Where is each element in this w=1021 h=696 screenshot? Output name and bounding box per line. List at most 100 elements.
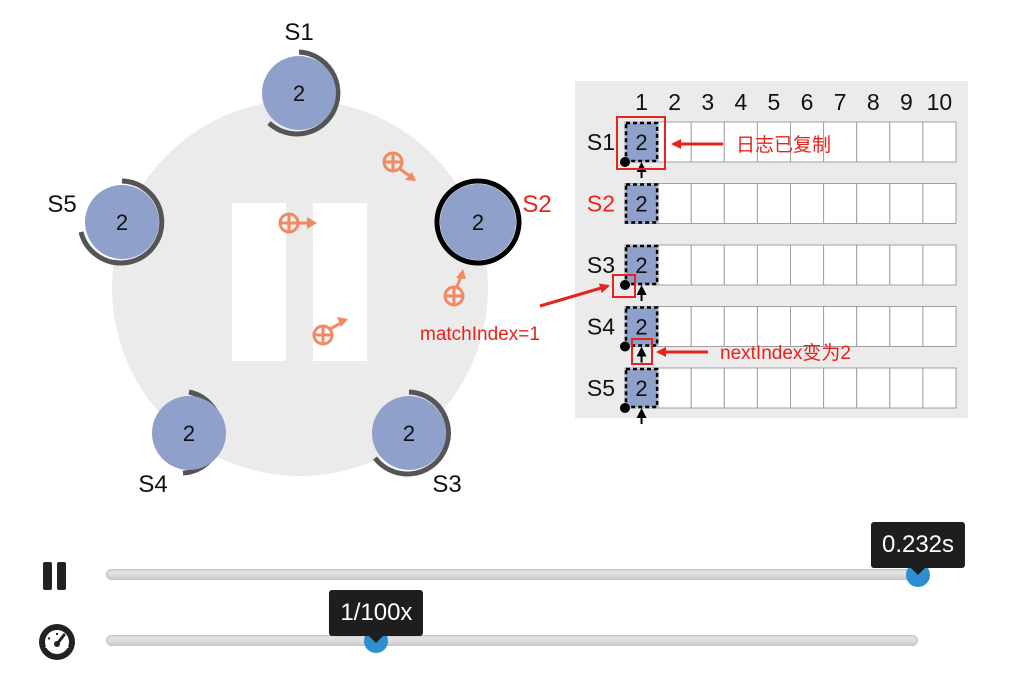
log-cell (889, 367, 924, 409)
message-icon[interactable] (382, 151, 416, 181)
log-entry-term: 2 (635, 130, 647, 155)
log-cell (690, 367, 725, 409)
server-s4-term: 2 (183, 421, 195, 446)
server-s2-leader-ring (434, 178, 522, 266)
time-slider[interactable] (106, 563, 930, 587)
server-s2-node (440, 184, 516, 260)
log-row-s3: S3 2 (587, 244, 957, 301)
speed-button[interactable] (37, 622, 77, 662)
log-entry[interactable] (624, 121, 659, 163)
speed-tooltip: 1/100x (329, 590, 424, 643)
server-s2[interactable]: 2 S2 (434, 178, 552, 266)
server-s1-label: S1 (284, 19, 313, 46)
ring-pause-bar-right (313, 203, 367, 361)
server-s5[interactable]: 2 S5 (47, 178, 165, 266)
server-s1[interactable]: 2 S1 (262, 19, 341, 137)
log-column-number: 3 (701, 89, 714, 115)
log-cell (856, 306, 891, 347)
log-entry-term: 2 (635, 376, 647, 401)
log-cell (723, 183, 758, 224)
log-cell (856, 367, 891, 409)
log-entry-term: 2 (635, 253, 647, 278)
log-cell (889, 121, 924, 163)
log-cell (657, 306, 692, 347)
speed-slider[interactable] (106, 629, 918, 653)
speedometer-icon (39, 624, 75, 660)
log-cell (756, 306, 792, 347)
log-cell (756, 367, 792, 409)
log-cell (690, 183, 725, 224)
log-row-label: S3 (587, 252, 615, 278)
time-tooltip: 0.232s (870, 522, 966, 575)
next-index-marker (636, 346, 647, 357)
log-entry[interactable] (624, 183, 659, 224)
log-cell (723, 306, 758, 347)
log-cell (790, 306, 825, 347)
log-column-number: 8 (867, 89, 880, 115)
server-s5-term: 2 (116, 210, 128, 235)
log-cell (657, 244, 692, 286)
server-s1-term: 2 (293, 81, 305, 106)
match-index-marker (620, 280, 630, 290)
log-cell (889, 183, 924, 224)
server-s3-label: S3 (432, 471, 461, 498)
log-cell (856, 121, 891, 163)
pause-button[interactable] (40, 560, 70, 592)
message-icon[interactable] (312, 317, 348, 346)
log-cell (823, 244, 858, 286)
log-entry[interactable] (624, 244, 659, 286)
log-row-s1: S1 2 (587, 121, 957, 178)
next-index-label: nextIndex变为2 (720, 342, 851, 364)
log-cell (690, 306, 725, 347)
log-cell (889, 306, 924, 347)
log-cell (823, 367, 858, 409)
log-column-number: 10 (927, 89, 953, 115)
time-label: 0.232s (881, 531, 955, 558)
speed-label: 1/100x (340, 599, 413, 626)
message-icon[interactable] (443, 269, 466, 307)
server-s5-timer-arc (78, 178, 165, 266)
replicated-label: 日志已复制 (736, 134, 831, 156)
log-cell (922, 121, 957, 163)
log-cell (790, 367, 825, 409)
match-index-marker (620, 403, 630, 413)
match-index-marker (620, 341, 630, 352)
log-cell (823, 306, 858, 347)
log-row-label: S2 (587, 191, 615, 217)
match-index-arrow (539, 283, 610, 308)
log-row-label: S1 (587, 129, 615, 155)
server-s4[interactable]: 2 S4 (138, 389, 226, 498)
log-cell (657, 183, 692, 224)
log-cell (690, 244, 725, 286)
server-s2-label: S2 (522, 191, 551, 218)
log-column-number: 1 (635, 89, 648, 115)
log-row-label: S4 (587, 314, 615, 340)
log-cell (723, 244, 758, 286)
log-cell (756, 183, 792, 224)
log-cell (856, 183, 891, 224)
log-cell (723, 367, 758, 409)
log-cell (756, 244, 792, 286)
server-s3-timer-arc (373, 389, 451, 477)
next-index-marker (636, 408, 647, 418)
log-cell (690, 121, 725, 163)
server-s5-node (85, 185, 159, 259)
log-cell (922, 367, 957, 409)
log-cell (790, 244, 825, 286)
message-icon[interactable] (278, 212, 317, 234)
log-cell (657, 121, 692, 163)
server-s5-label: S5 (47, 191, 76, 218)
log-column-number: 7 (834, 89, 847, 115)
server-s3[interactable]: 2 S3 (372, 389, 462, 498)
log-cell (756, 121, 792, 163)
log-column-number: 4 (734, 89, 747, 115)
next-index-highlight-box (631, 338, 653, 365)
log-cell (790, 121, 825, 163)
log-column-number: 5 (768, 89, 781, 115)
log-entry[interactable] (624, 367, 659, 409)
log-cell (723, 121, 758, 163)
